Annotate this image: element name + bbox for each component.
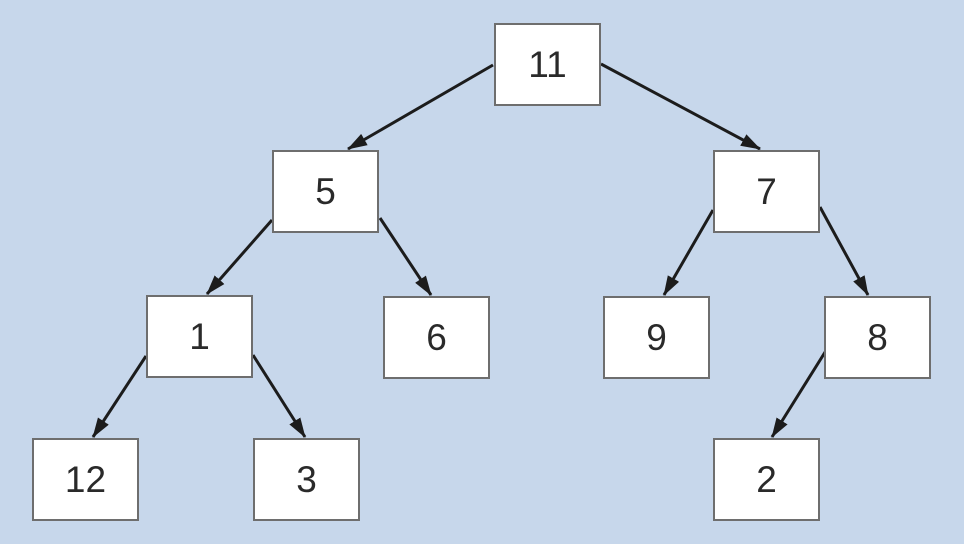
- tree-node-12: 12: [32, 438, 139, 521]
- node-value: 3: [296, 459, 317, 500]
- node-value: 7: [756, 171, 777, 212]
- tree-edge-n5-n1: [205, 219, 274, 295]
- node-value: 5: [315, 171, 336, 212]
- tree-node-1: 1: [146, 295, 253, 378]
- tree-edge-n5-n6: [378, 217, 433, 296]
- tree-node-5: 5: [272, 150, 379, 233]
- tree-node-7: 7: [713, 150, 820, 233]
- tree-edge-n1-n3: [251, 354, 307, 438]
- tree-edge-n11-n7: [600, 62, 761, 151]
- node-value: 12: [64, 459, 107, 500]
- tree-edge-n7-n8: [818, 206, 870, 296]
- node-value: 2: [756, 459, 777, 500]
- node-value: 1: [189, 316, 210, 357]
- tree-edge-n7-n9: [662, 209, 715, 296]
- tree-edge-n1-n12: [91, 355, 148, 438]
- tree-edge-n11-n5: [347, 63, 494, 151]
- node-value: 8: [867, 317, 888, 358]
- node-value: 6: [426, 317, 447, 358]
- node-value: 9: [646, 317, 667, 358]
- tree-node-8: 8: [824, 296, 931, 379]
- tree-edge-n8-n2: [770, 348, 829, 438]
- node-value: 11: [528, 44, 567, 85]
- tree-node-6: 6: [383, 296, 490, 379]
- tree-node-11: 11: [494, 23, 601, 106]
- tree-node-2: 2: [713, 438, 820, 521]
- tree-node-9: 9: [603, 296, 710, 379]
- tree-node-3: 3: [253, 438, 360, 521]
